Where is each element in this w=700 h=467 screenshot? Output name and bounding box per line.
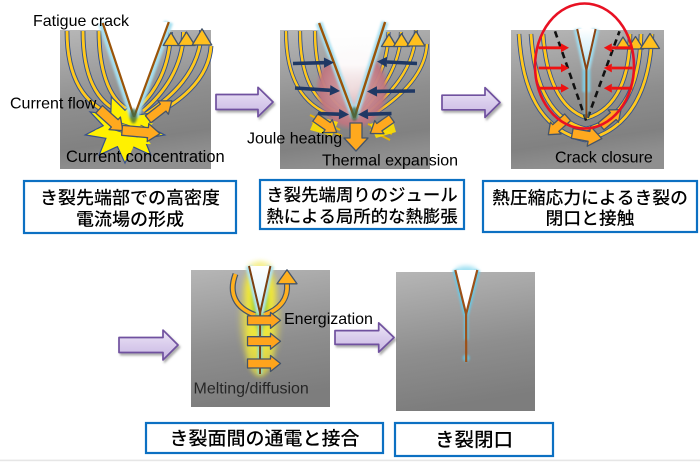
svg-text:Joule heating: Joule heating — [247, 131, 342, 148]
svg-text:Fatigue crack: Fatigue crack — [33, 13, 130, 30]
svg-text:Melting/diffusion: Melting/diffusion — [194, 381, 309, 398]
svg-text:Current flow: Current flow — [10, 96, 97, 113]
svg-text:Energization: Energization — [284, 311, 373, 328]
svg-text:Crack closure: Crack closure — [555, 150, 653, 167]
svg-text:Thermal expansion: Thermal expansion — [322, 153, 458, 170]
svg-text:Current concentration: Current concentration — [66, 148, 225, 166]
